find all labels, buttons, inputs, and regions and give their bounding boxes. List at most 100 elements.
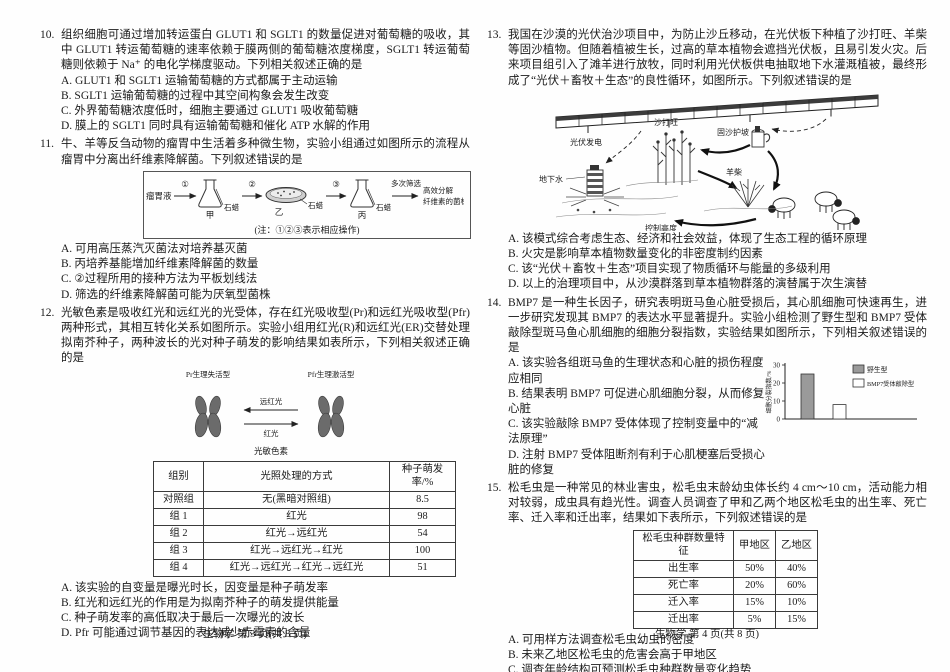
- question-11-figure-box: 瘤胃液 ① 甲 石蜡 ②: [143, 170, 471, 240]
- pfr-phytochrome-icon: [317, 395, 345, 437]
- germination-results-table: 组别 光照处理的方式 种子萌发率/% 对照组 无(黑暗对照组) 8.5 组 1 …: [153, 460, 456, 577]
- population-rates-table: 松毛虫种群数量特征 甲地区 乙地区 出生率 50% 40% 死亡率 20% 60…: [633, 529, 818, 629]
- question-12-stem: 光敏色素是吸收红光和远红光的光受体，存在红光吸收型(Pr)和远红光吸收型(Pfr…: [61, 306, 470, 365]
- table-header-cell: 甲地区: [733, 529, 776, 561]
- bar-chart: 0 10 20 30 细胞分裂指数/% 野生型 BMP7受体敲除型: [765, 362, 917, 424]
- question-10-option-d: D. 膜上的 SGLT1 同时具有运输葡萄糖和催化 ATP 水解的作用: [61, 120, 371, 133]
- table-cell: 组 2: [153, 524, 204, 543]
- question-14-option-c: C. 该实验敲除 BMP7 受体体现了控制变量中的“减法原理”: [508, 418, 758, 446]
- question-12-option-d: D. Pfr 可能通过调节基因的表达减少赤霉素的含量: [61, 627, 311, 640]
- table-row: 组 4 红光→远红光→红光→远红光 51: [153, 558, 456, 577]
- shadawang-plants-icon: [652, 130, 696, 185]
- solar-panel-icon: [555, 94, 879, 133]
- question-14-stem: BMP7 是一种生长因子，研究表明斑马鱼心脏受损后，其心肌细胞可快速再生，进一步…: [508, 296, 927, 355]
- question-15: 15. 松毛虫是一种常见的林业害虫，松毛虫末龄幼虫体长约 4 cm～10 cm，…: [487, 481, 927, 672]
- question-14-option-b: B. 结果表明 BMP7 可促进心肌细胞分裂，从而修复心脏: [508, 387, 765, 416]
- plants-to-shrub-arrow: [697, 169, 738, 189]
- y-axis-label: 细胞分裂指数/%: [765, 371, 773, 414]
- question-11: 11. 牛、羊等反刍动物的瘤胃中生活着多种微生物，实验小组通过如图所示的流程从瘤…: [40, 137, 471, 302]
- table-row: 组 3 红光→远红光→红光 100: [153, 541, 456, 560]
- wax-label-1: 石蜡: [224, 202, 239, 212]
- question-15-number: 15.: [487, 482, 502, 495]
- sheep-icon: [832, 209, 860, 230]
- table-cell: 51: [389, 558, 456, 577]
- table-cell: 8.5: [389, 490, 456, 509]
- table-cell: 50%: [733, 559, 776, 578]
- screening-label: 多次筛选: [391, 178, 421, 188]
- table-cell: 15%: [733, 593, 776, 612]
- question-10-stem: 组织细胞可通过增加转运蛋白 GLUT1 和 SGLT1 的数量促进对葡萄糖的吸收…: [61, 29, 470, 72]
- vessel-jia-label: 甲: [206, 210, 215, 220]
- sand-guard-label: 固沙护坡: [717, 127, 749, 137]
- guard-to-sheep-arrow: [767, 150, 781, 191]
- legend-swatch-wild-type: [852, 365, 865, 374]
- table-cell: 组 3: [153, 541, 204, 560]
- table-header-row: 组别 光照处理的方式 种子萌发率/%: [153, 460, 456, 492]
- vessel-yi-label: 乙: [275, 207, 284, 217]
- question-10-number: 10.: [40, 29, 55, 41]
- question-13: 13. 我国在沙漠的光伏治沙项目中，为防止沙丘移动，在光伏板下种植了沙打旺、羊柴…: [487, 28, 927, 293]
- table-cell: 40%: [775, 559, 818, 578]
- power-to-guard-arrow: [771, 118, 827, 134]
- table-row: 对照组 无(黑暗对照组) 8.5: [153, 490, 456, 509]
- table-cell: 迁入率: [633, 593, 734, 612]
- wax-label-3: 石蜡: [376, 202, 391, 212]
- table-cell: 红光: [203, 507, 390, 526]
- figure-note: (注：①②③表示相应操作): [254, 225, 360, 236]
- step-2-label: ②: [248, 179, 256, 189]
- pr-phytochrome-icon: [194, 395, 222, 437]
- y-tick-0: 0: [777, 416, 781, 424]
- table-header-cell: 松毛虫种群数量特征: [633, 529, 734, 561]
- y-tick-20: 20: [773, 380, 781, 388]
- legend-label-knockout: BMP7受体敲除型: [867, 380, 914, 388]
- table-row: 组 2 红光→远红光 54: [153, 524, 456, 543]
- ground-lines: [555, 179, 793, 218]
- question-12-option-b: B. 红光和远红光的作用是为拟南芥种子的萌发提供能量: [61, 596, 339, 609]
- table-cell: 10%: [775, 593, 818, 612]
- wax-leader-3: [367, 188, 376, 205]
- question-14-option-a: A. 该实验各组斑马鱼的生理状态和心脏的损伤程度应相同: [508, 357, 764, 385]
- petri-dish-icon: [265, 186, 307, 203]
- question-11-stem: 牛、羊等反刍动物的瘤胃中生活着多种微生物，实验小组通过如图所示的流程从瘤胃中分离…: [61, 138, 470, 166]
- power-to-pump-arrow: [605, 130, 642, 164]
- solar-power-label: 光伏发电: [570, 137, 602, 147]
- table-cell: 100: [389, 541, 456, 560]
- y-tick-30: 30: [773, 362, 781, 370]
- table-cell: 组 4: [153, 558, 204, 577]
- page-4: 13. 我国在沙漠的光伏治沙项目中，为防止沙丘移动，在光伏板下种植了沙打旺、羊柴…: [487, 28, 927, 672]
- yangchai-shrub-icon: [731, 178, 765, 208]
- question-13-option-b: B. 火灾是影响草本植物数量变化的非密度制约因素: [508, 248, 763, 261]
- far-red-light-label: 远红光: [260, 396, 283, 406]
- phytochrome-conversion-diagram: Pr生理失活型 Pfr生理激活型 远红光: [186, 369, 355, 456]
- table-cell: 20%: [733, 576, 776, 595]
- question-13-option-a: A. 该模式综合考虑生态、经济和社会效益，体现了生态工程的循环原理: [508, 232, 868, 245]
- yangchai-label: 羊柴: [726, 167, 742, 177]
- y-axis-ticks: [782, 365, 785, 420]
- wax-leader-1: [215, 188, 224, 205]
- question-13-option-d: D. 以上的治理项目中，从沙漠群落到草本植物群落的演替属于次生演替: [508, 278, 868, 291]
- bar-receptor-knockout: [832, 404, 847, 420]
- question-11-option-d: D. 筛选的纤维素降解菌可能为厌氧型菌株: [61, 288, 271, 301]
- red-light-label: 红光: [264, 428, 279, 438]
- table-cell: 出生率: [633, 559, 734, 578]
- question-15-option-b: B. 未来乙地区松毛虫的危害会高于甲地区: [508, 648, 717, 661]
- table-cell: 98: [389, 507, 456, 526]
- shadawang-label: 沙打旺: [654, 117, 678, 127]
- pr-form-label: Pr生理失活型: [186, 369, 231, 379]
- question-15-option-c: C. 调查年龄结构可预测松毛虫种群数量变化趋势: [508, 664, 752, 672]
- table-cell: 54: [389, 524, 456, 543]
- table-header-cell: 光照处理的方式: [203, 460, 390, 492]
- vessel-bing-label: 丙: [358, 210, 367, 220]
- table-cell: 无(黑暗对照组): [203, 490, 390, 509]
- page-4-footer: 生物学 第 4 页(共 8 页): [654, 629, 760, 640]
- question-12: 12. 光敏色素是吸收红光和远红光的光受体，存在红光吸收型(Pr)和远红光吸收型…: [40, 306, 470, 642]
- question-11-option-b: B. 丙培养基能增加纤维素降解菌的数量: [61, 258, 259, 271]
- step-3-label: ③: [332, 179, 340, 189]
- question-12-number: 12.: [40, 306, 55, 319]
- bar-wild-type: [800, 374, 815, 420]
- question-11-number: 11.: [40, 138, 54, 151]
- panel-legs: [587, 109, 832, 133]
- question-12-option-a: A. 该实验的自变量是曝光时长，因变量是种子萌发率: [61, 581, 329, 594]
- page-3: 10. 组织细胞可通过增加转运蛋白 GLUT1 和 SGLT1 的数量促进对葡萄…: [40, 28, 471, 644]
- question-12-option-c: C. 种子萌发率的高低取决于最后一次曝光的波长: [61, 612, 305, 625]
